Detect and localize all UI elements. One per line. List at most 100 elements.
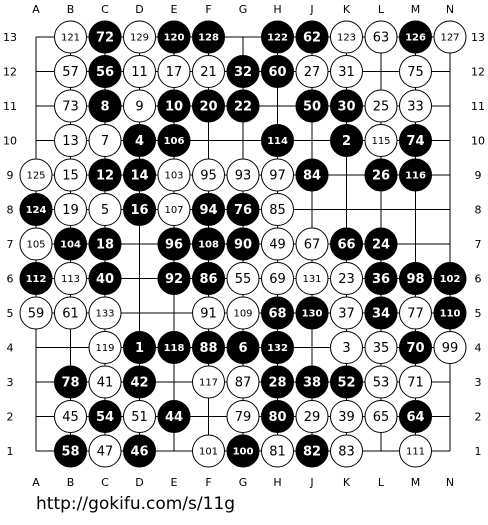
- black-stone: 64: [399, 400, 432, 433]
- white-stone: 121: [54, 20, 87, 54]
- white-stone: 61: [54, 296, 87, 330]
- move-number: 118: [164, 343, 185, 354]
- black-stone: 70: [399, 331, 432, 364]
- move-number: 42: [130, 376, 148, 391]
- stone-disc: [123, 434, 156, 468]
- black-stone: 122: [261, 20, 294, 54]
- stone-disc: [261, 365, 294, 399]
- move-number: 103: [164, 171, 183, 182]
- stone-disc: [399, 55, 432, 88]
- stone-disc: [88, 365, 122, 399]
- move-number: 71: [407, 376, 424, 391]
- stone-disc: [399, 89, 432, 123]
- move-number: 54: [96, 410, 114, 425]
- move-number: 97: [269, 169, 286, 184]
- move-number: 4: [135, 134, 144, 149]
- white-stone: 99: [433, 331, 467, 364]
- stone-disc: [157, 227, 191, 261]
- stone-disc: [123, 20, 156, 54]
- move-number: 56: [96, 65, 114, 80]
- source-url: http://gokifu.com/s/11g: [36, 494, 236, 514]
- move-number: 33: [407, 100, 424, 115]
- black-stone: 2: [330, 124, 363, 157]
- black-stone: 42: [123, 365, 156, 399]
- black-stone: 116: [399, 158, 432, 192]
- stone-disc: [261, 296, 294, 330]
- white-stone: 91: [192, 296, 225, 330]
- stone-disc: [88, 400, 122, 433]
- move-number: 102: [440, 274, 461, 285]
- column-label: G: [239, 476, 248, 489]
- black-stone: 20: [192, 89, 225, 123]
- white-stone: 23: [330, 262, 363, 295]
- column-label: K: [343, 3, 351, 16]
- move-number: 8: [100, 100, 109, 115]
- white-stone: 39: [330, 400, 363, 433]
- stone-disc: [399, 296, 432, 330]
- black-stone: 8: [88, 89, 122, 123]
- stone-disc: [123, 55, 156, 88]
- move-number: 125: [26, 171, 45, 182]
- column-label: C: [101, 3, 109, 16]
- black-stone: 82: [295, 434, 329, 468]
- stone-disc: [88, 158, 122, 192]
- column-label: J: [309, 3, 313, 16]
- stone-disc: [295, 227, 329, 261]
- black-stone: 6: [226, 331, 260, 364]
- stone-disc: [295, 262, 329, 295]
- stone-disc: [226, 89, 260, 123]
- move-number: 40: [96, 272, 114, 287]
- move-number: 46: [130, 445, 148, 460]
- column-label: D: [135, 3, 143, 16]
- row-label: 13: [471, 31, 485, 44]
- black-stone: 128: [192, 20, 225, 54]
- stone-disc: [192, 20, 225, 54]
- black-stone: 86: [192, 262, 225, 295]
- stone-disc: [19, 158, 53, 192]
- white-stone: 27: [295, 55, 329, 88]
- move-number: 83: [338, 445, 355, 460]
- stone-disc: [157, 158, 191, 192]
- white-stone: 5: [88, 193, 122, 226]
- stone-disc: [157, 20, 191, 54]
- move-number: 106: [164, 136, 185, 147]
- move-number: 25: [373, 100, 390, 115]
- white-stone: 73: [54, 89, 87, 123]
- stone-disc: [364, 296, 398, 330]
- black-stone: 130: [295, 296, 329, 330]
- move-number: 116: [405, 171, 426, 182]
- white-stone: 25: [364, 89, 398, 123]
- stone-disc: [364, 365, 398, 399]
- move-number: 121: [61, 33, 80, 44]
- black-stone: 78: [54, 365, 87, 399]
- move-number: 94: [199, 203, 217, 218]
- white-stone: 85: [261, 193, 294, 226]
- stone-disc: [364, 262, 398, 295]
- black-stone: 88: [192, 331, 225, 364]
- move-number: 9: [135, 100, 143, 115]
- white-stone: 105: [19, 227, 53, 261]
- stone-disc: [88, 296, 122, 330]
- move-number: 112: [26, 274, 47, 285]
- move-number: 130: [302, 309, 323, 320]
- row-label: 10: [471, 135, 485, 148]
- white-stone: 59: [19, 296, 53, 330]
- white-stone: 75: [399, 55, 432, 88]
- white-stone: 119: [88, 331, 122, 364]
- white-stone: 21: [192, 55, 225, 88]
- black-stone: 118: [157, 331, 191, 364]
- black-stone: 90: [226, 227, 260, 261]
- stone-disc: [226, 434, 260, 468]
- black-stone: 114: [261, 124, 294, 157]
- move-number: 45: [62, 410, 79, 425]
- stone-disc: [399, 331, 432, 364]
- row-label: 4: [475, 342, 482, 355]
- black-stone: 14: [123, 158, 156, 192]
- black-stone: 22: [226, 89, 260, 123]
- column-label: E: [171, 476, 178, 489]
- black-stone: 120: [157, 20, 191, 54]
- column-label: D: [135, 476, 143, 489]
- white-stone: 79: [226, 400, 260, 433]
- stone-disc: [19, 227, 53, 261]
- stone-disc: [295, 55, 329, 88]
